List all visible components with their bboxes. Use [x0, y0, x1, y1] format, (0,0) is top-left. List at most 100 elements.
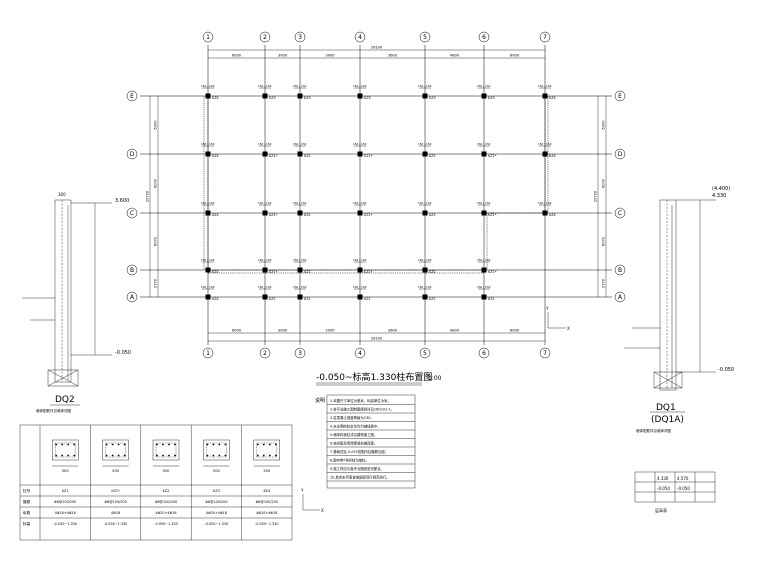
column: [357, 267, 363, 273]
column-label: KZ1: [269, 297, 276, 301]
axis-label-D: D: [130, 151, 135, 158]
column-dim: 150 | 150: [538, 142, 552, 146]
dq1-caption: 墙体配筋详见墙体详图: [636, 428, 671, 433]
axis-label-1: 1: [206, 34, 210, 41]
dim-label: 3000: [278, 329, 288, 333]
dim-total: 20700: [146, 190, 150, 202]
svg-text:Y: Y: [300, 488, 304, 493]
table-cell: 4Φ18+4Φ16: [55, 511, 76, 515]
dim-label: 6000: [154, 120, 158, 130]
axis-bubble-1: [202, 347, 214, 359]
table-cell: 4Φ20+4Φ18: [206, 511, 227, 515]
column-dim: 150 | 150: [293, 201, 307, 205]
column-dim: 150 | 150: [538, 84, 552, 88]
column: [481, 294, 487, 300]
column-label: KZ4: [549, 213, 556, 217]
dim-total: 26100: [371, 46, 383, 50]
column: [297, 294, 303, 300]
dq2-width: 300: [58, 192, 66, 197]
axis-bubble-2: [259, 31, 271, 43]
axis-label-B: B: [130, 267, 134, 274]
column: [422, 151, 428, 157]
column-label: KZ1*: [269, 270, 278, 274]
axis-label-A: A: [130, 294, 135, 301]
axis-bubble-3: [294, 347, 306, 359]
dim-label: 4800: [450, 54, 460, 58]
note-item: 4.未注明的柱定位均为轴线居中。: [330, 424, 381, 429]
table-row-label: 标高: [23, 521, 31, 526]
note-item: 5.墙体构造柱详见建筑施工图。: [330, 432, 377, 437]
column-dim: 150 | 150: [258, 84, 272, 88]
dim-total: 26100: [371, 337, 383, 341]
axis-bubble-3: [294, 31, 306, 43]
column-dim: 150 | 150: [258, 201, 272, 205]
column-label: KZ1*: [269, 154, 278, 158]
level-2b: -0.050: [677, 486, 690, 491]
dim-label: 6000: [154, 236, 158, 246]
table-cell: Φ8@100/200: [256, 500, 278, 504]
column-label: KZ2: [429, 213, 436, 217]
column: [357, 210, 363, 216]
dq2-top-elev: 3.600: [115, 198, 129, 204]
table-cell: KZ2: [163, 489, 170, 493]
axis-label-2: 2: [263, 34, 267, 41]
dim-label: 3000: [325, 54, 335, 58]
axis-label-B: B: [618, 267, 622, 274]
column-dim: 150 | 150: [201, 258, 215, 262]
column-dim: 150 | 150: [201, 84, 215, 88]
column-dim: 150 | 150: [538, 201, 552, 205]
detail-dq1: (4.400) 4.330 -0.050 DQ1 (DQ1A) 墙体配筋详见墙体…: [624, 186, 734, 433]
dq2-label: DQ2: [55, 395, 75, 405]
column-dim: 150 | 150: [353, 84, 367, 88]
column-label: KZ3: [304, 96, 311, 100]
ucs-icon-plan: X Y: [545, 306, 570, 331]
axis-bubble-E: [126, 90, 138, 102]
dim-label: 4800: [450, 329, 460, 333]
column: [481, 93, 487, 99]
axis-label-E: E: [618, 93, 622, 100]
column: [481, 151, 487, 157]
table-cell: KZ1: [62, 489, 69, 493]
column-label: KZ4: [212, 213, 219, 217]
note-item: 8.图中带*号的柱为暗柱。: [330, 458, 369, 463]
section-width: 500: [163, 469, 171, 473]
note-item: 10.其余未尽事宜按国家现行规范执行。: [330, 475, 390, 480]
column-dim: 150 | 150: [418, 258, 432, 262]
dim-label: 6000: [602, 120, 606, 130]
column-label: KZ4: [212, 270, 219, 274]
column-label: KZ4: [549, 154, 556, 158]
dim-label: 6000: [602, 236, 606, 246]
note-item: 2.柱平法施工图制图规则详见16G101-1。: [330, 407, 394, 412]
column-dim: 150 | 150: [477, 258, 491, 262]
column-label: KZ3: [429, 96, 436, 100]
column-label: KZ3: [488, 96, 495, 100]
column-dim: 150 | 150: [418, 84, 432, 88]
column: [205, 267, 211, 273]
axis-label-C: C: [618, 210, 622, 217]
axis-bubble-7: [539, 347, 551, 359]
column: [422, 210, 428, 216]
svg-text:X: X: [321, 508, 324, 513]
plan-scale: 1:00: [428, 375, 442, 382]
column-dim: 150 | 150: [293, 84, 307, 88]
level-table-caption: 层高表: [655, 507, 667, 513]
column-dim: 150 | 150: [201, 201, 215, 205]
axis-bubble-1: [202, 31, 214, 43]
axis-bubble-4: [354, 347, 366, 359]
column-label: KZ1: [488, 297, 495, 301]
column-section: [102, 439, 129, 461]
axis-label-3: 3: [298, 34, 302, 41]
axis-label-7: 7: [543, 34, 547, 41]
column: [542, 151, 548, 157]
column-label: KZ1*: [488, 213, 497, 217]
column: [422, 93, 428, 99]
table-cell: 4Φ20+4Φ18: [256, 511, 277, 515]
table-cell: -0.050~1.330: [53, 522, 76, 526]
column: [262, 267, 268, 273]
column: [205, 151, 211, 157]
table-cell: Φ8@100/200: [54, 500, 76, 504]
column-label: KZ1*: [488, 154, 497, 158]
axis-bubble-B: [126, 264, 138, 276]
table-row-label: 箍筋: [23, 499, 31, 504]
column: [481, 267, 487, 273]
